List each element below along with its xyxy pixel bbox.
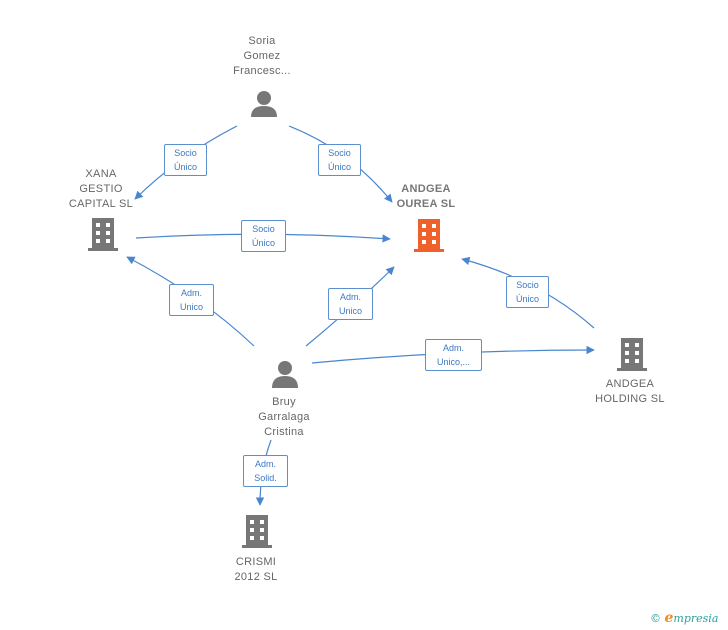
node-label-soria[interactable]: Soria Gomez Francesc... <box>233 35 291 77</box>
person-icon-soria[interactable] <box>251 91 277 117</box>
edge-label-xana-ourea: Socio Único <box>241 220 286 252</box>
edge-label-holding-ourea: Socio Único <box>506 276 549 308</box>
edge-label-bruy-xana: Adm. Unico <box>169 284 214 316</box>
building-icon-andgea-holding[interactable] <box>617 338 647 371</box>
brand-logo-text: mpresia <box>673 612 719 625</box>
edge-label-soria-ourea: Socio Único <box>318 144 361 176</box>
edge-label-soria-xana: Socio Único <box>164 144 207 176</box>
brand-watermark: © empresia <box>650 610 718 626</box>
node-label-bruy[interactable]: Bruy Garralaga Cristina <box>258 396 310 438</box>
node-label-andgea-holding[interactable]: ANDGEA HOLDING SL <box>595 378 665 405</box>
edge-label-bruy-crismi: Adm. Solid. <box>243 455 288 487</box>
node-label-xana[interactable]: XANA GESTIO CAPITAL SL <box>68 168 134 210</box>
person-icon-bruy[interactable] <box>272 361 298 388</box>
building-icon-crismi[interactable] <box>242 515 272 548</box>
node-label-andgea-ourea[interactable]: ANDGEA OUREA SL <box>396 183 456 210</box>
copyright-symbol: © <box>650 612 661 625</box>
node-label-crismi[interactable]: CRISMI 2012 SL <box>234 556 278 583</box>
edge-label-bruy-holding: Adm. Unico,... <box>425 339 482 371</box>
brand-logo-initial: e <box>664 610 674 626</box>
building-icon-andgea-ourea[interactable] <box>414 219 444 252</box>
building-icon-xana[interactable] <box>88 218 118 251</box>
edge-label-bruy-ourea: Adm. Unico <box>328 288 373 320</box>
